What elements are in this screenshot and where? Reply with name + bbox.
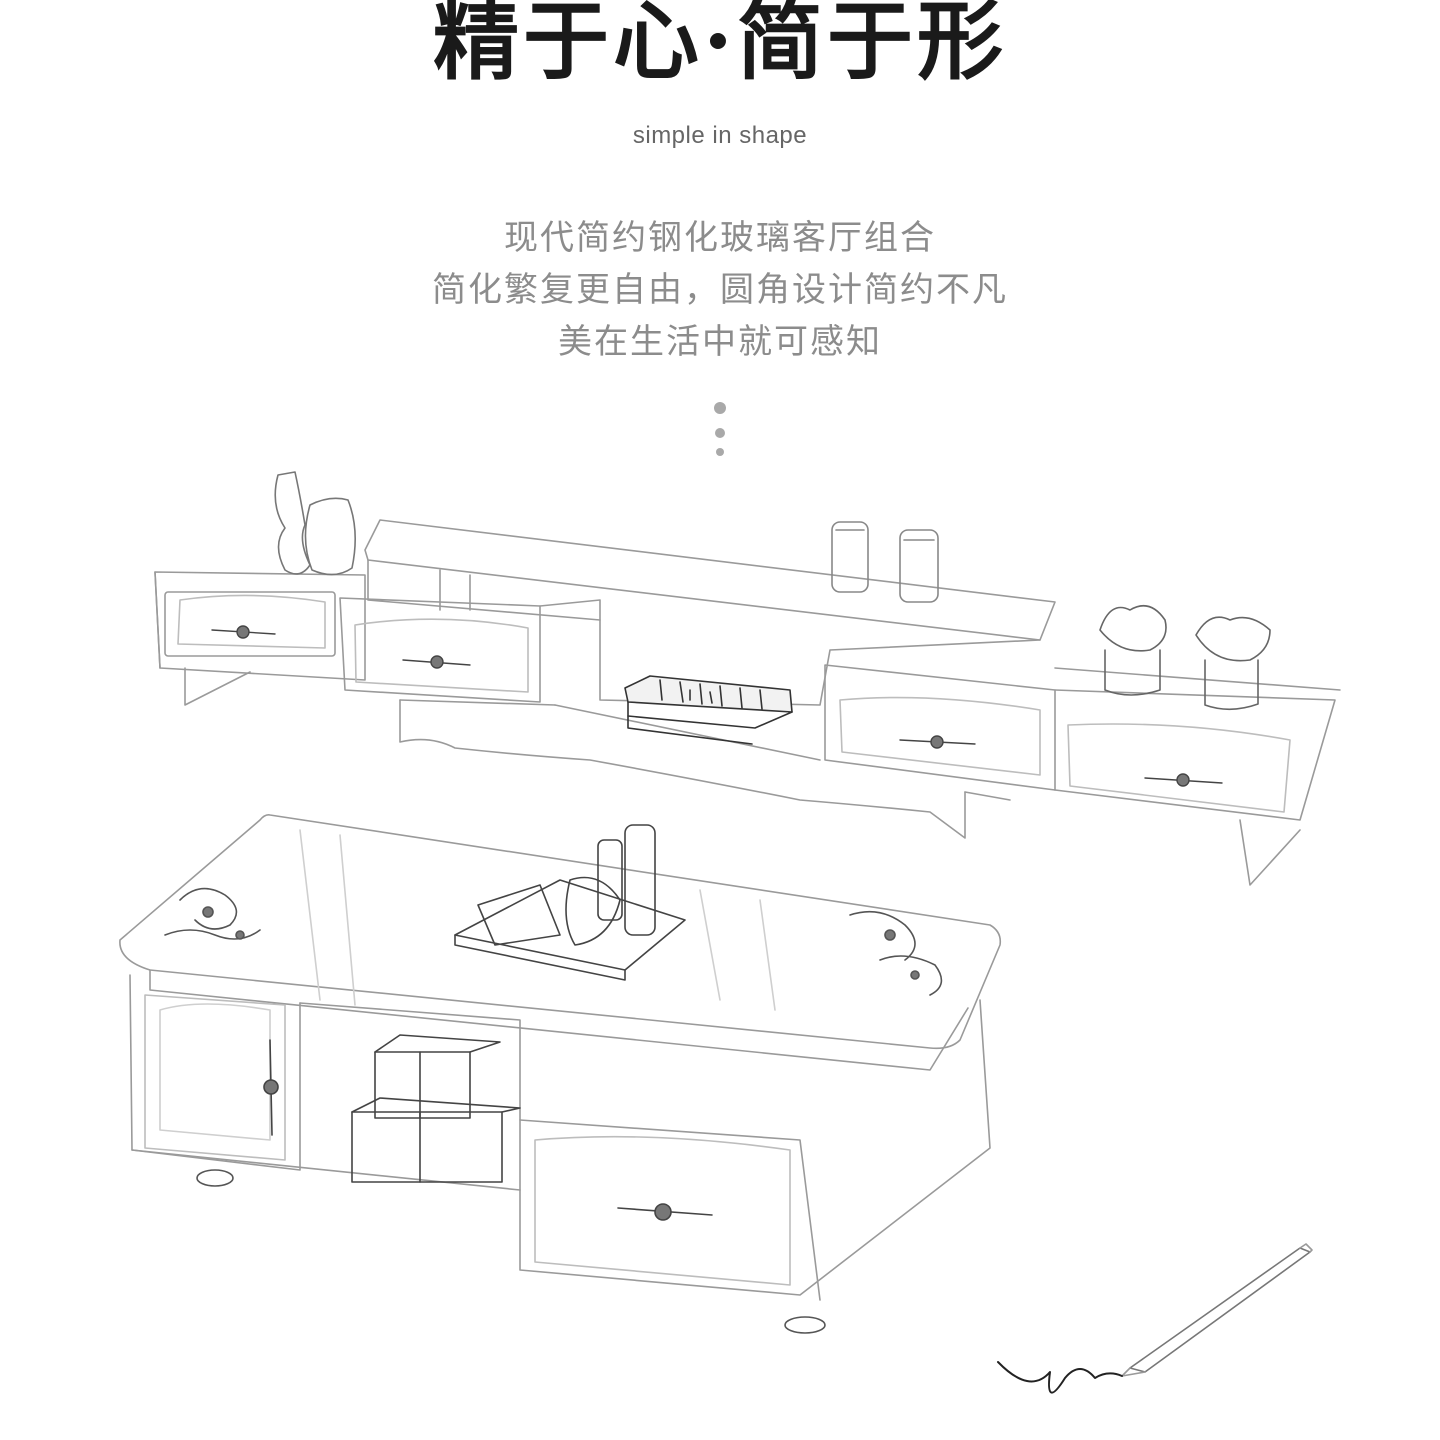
tv-cabinet [154, 471, 1341, 886]
description-line-3: 美在生活中就可感知 [558, 322, 882, 362]
divider-dots [713, 402, 727, 462]
pencil-illustration [997, 1243, 1313, 1394]
divider-dot-small [716, 448, 724, 456]
description-line-2: 简化繁复更自由，圆角设计简约不凡 [432, 270, 1008, 310]
description-block: 现代简约钢化玻璃客厅组合 简化繁复更自由，圆角设计简约不凡 美在生活中就可感知 [0, 212, 1440, 368]
divider-dot-medium [715, 428, 725, 438]
divider-dot-large [714, 402, 726, 414]
page-title: 精于心·简于形 [433, 0, 1007, 92]
page-subtitle: simple in shape [632, 122, 808, 149]
coffee-table [119, 814, 1002, 1334]
furniture-sketch-illustration [119, 471, 1341, 1394]
description-line-1: 现代简约钢化玻璃客厅组合 [504, 218, 936, 258]
